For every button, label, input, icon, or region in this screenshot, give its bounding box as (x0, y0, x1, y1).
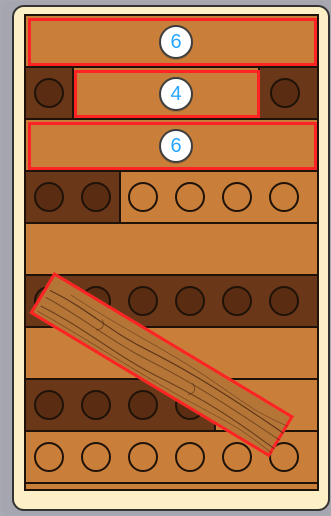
peg-hole-icon (34, 78, 64, 108)
badge-6-top: 6 (159, 25, 193, 59)
peg-hole-icon (128, 442, 158, 472)
peg-hole-icon (128, 390, 158, 420)
peg-hole-icon (128, 286, 158, 316)
peg-hole-icon (269, 286, 299, 316)
peg-hole-icon (81, 182, 111, 212)
row-5-block[interactable] (26, 224, 317, 274)
peg-hole-icon (222, 442, 252, 472)
peg-hole-icon (34, 182, 64, 212)
peg-hole-icon (222, 182, 252, 212)
peg-hole-icon (175, 182, 205, 212)
peg-hole-icon (34, 390, 64, 420)
peg-hole-icon (34, 442, 64, 472)
badge-6-bottom: 6 (159, 129, 193, 163)
badge-4: 4 (159, 77, 193, 111)
peg-hole-icon (269, 182, 299, 212)
peg-hole-icon (81, 442, 111, 472)
row-4[interactable] (26, 172, 317, 224)
peg-hole-icon (175, 442, 205, 472)
row-10-block[interactable] (26, 484, 317, 491)
peg-hole-icon (175, 286, 205, 316)
puzzle-board[interactable]: 6 4 6 (24, 14, 319, 491)
peg-hole-icon (222, 286, 252, 316)
peg-hole-icon (81, 390, 111, 420)
peg-hole-icon (270, 78, 300, 108)
row-10[interactable] (26, 484, 317, 491)
peg-hole-icon (128, 182, 158, 212)
row-5[interactable] (26, 224, 317, 276)
